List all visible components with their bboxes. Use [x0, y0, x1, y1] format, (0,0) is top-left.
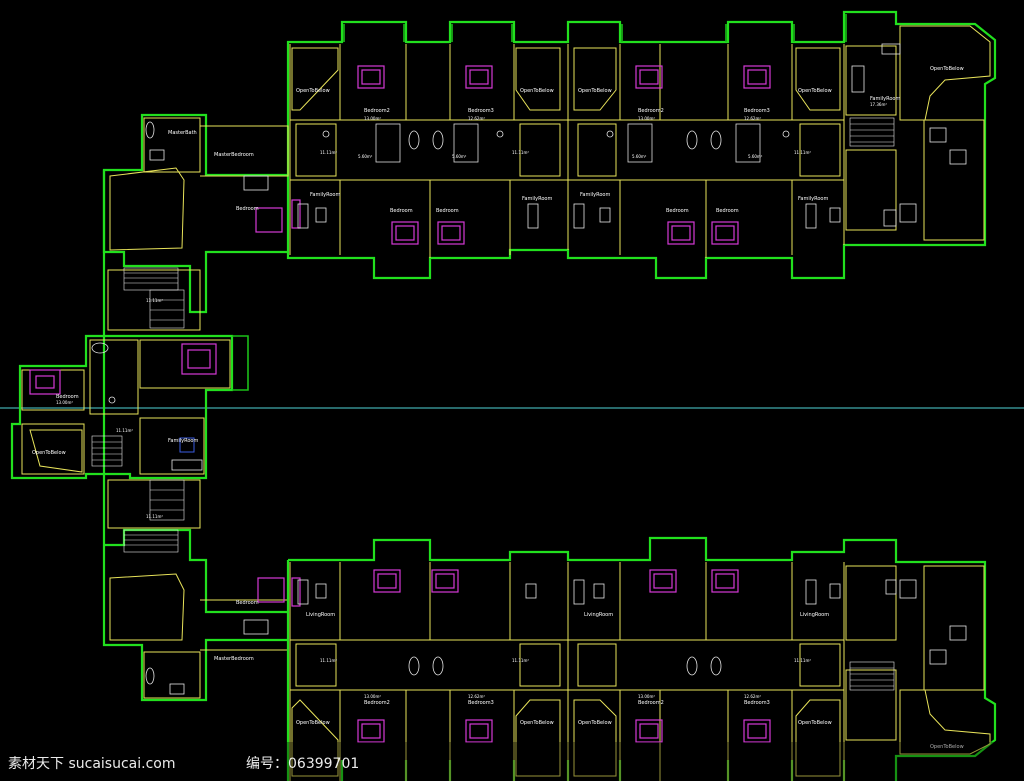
svg-text:FamilyRoom: FamilyRoom — [168, 438, 198, 444]
svg-text:FamilyRoom: FamilyRoom — [580, 192, 610, 198]
svg-text:OpenToBelow: OpenToBelow — [296, 720, 330, 726]
svg-text:MasterBath: MasterBath — [168, 130, 197, 136]
svg-text:LivingRoom: LivingRoom — [306, 612, 335, 618]
svg-text:Bedroom3: Bedroom3 — [468, 108, 494, 114]
svg-text:OpenToBelow: OpenToBelow — [798, 88, 832, 94]
top-wing: OpenToBelow OpenToBelow OpenToBelow Open… — [255, 10, 997, 280]
svg-text:12.62m²: 12.62m² — [468, 116, 485, 121]
svg-text:Bedroom: Bedroom — [236, 206, 259, 212]
svg-text:13.00m²: 13.00m² — [638, 694, 655, 699]
svg-text:Bedroom: Bedroom — [436, 208, 459, 214]
watermark-band — [0, 742, 1024, 781]
svg-text:Bedroom: Bedroom — [716, 208, 739, 214]
svg-text:13.00m²: 13.00m² — [364, 116, 381, 121]
svg-text:LivingRoom: LivingRoom — [584, 612, 613, 618]
svg-text:LivingRoom: LivingRoom — [800, 612, 829, 618]
svg-text:FamilyRoom: FamilyRoom — [522, 196, 552, 202]
svg-text:OpenToBelow: OpenToBelow — [32, 450, 66, 456]
svg-text:12.62m²: 12.62m² — [744, 116, 761, 121]
watermark-id: 编号：06399701 — [246, 756, 359, 772]
svg-text:OpenToBelow: OpenToBelow — [520, 720, 554, 726]
svg-text:Bedroom3: Bedroom3 — [744, 700, 770, 706]
svg-text:12.62m²: 12.62m² — [744, 694, 761, 699]
left-wing: MasterBath MasterBedroom Bedroom OpenToB… — [10, 113, 289, 702]
svg-text:12.62m²: 12.62m² — [468, 694, 485, 699]
svg-text:MasterBedroom: MasterBedroom — [214, 656, 254, 662]
svg-text:Bedroom: Bedroom — [666, 208, 689, 214]
svg-text:OpenToBelow: OpenToBelow — [930, 744, 964, 750]
svg-text:11.11m²: 11.11m² — [512, 658, 529, 663]
svg-text:FamilyRoom: FamilyRoom — [798, 196, 828, 202]
svg-text:17.36m²: 17.36m² — [870, 102, 887, 107]
svg-text:11.11m²: 11.11m² — [512, 150, 529, 155]
svg-text:11.11m²: 11.11m² — [794, 658, 811, 663]
bottom-wing: OpenToBelow OpenToBelow OpenToBelow Open… — [286, 536, 997, 781]
svg-text:Bedroom2: Bedroom2 — [364, 700, 390, 706]
svg-text:MasterBedroom: MasterBedroom — [214, 152, 254, 158]
svg-text:5.60m²: 5.60m² — [632, 154, 647, 159]
svg-text:11.11m²: 11.11m² — [116, 428, 133, 433]
svg-text:Bedroom2: Bedroom2 — [364, 108, 390, 114]
watermark-site: 素材天下 sucaisucai.com — [8, 756, 175, 772]
svg-text:FamilyRoom: FamilyRoom — [870, 96, 900, 102]
svg-text:OpenToBelow: OpenToBelow — [578, 88, 612, 94]
svg-text:OpenToBelow: OpenToBelow — [798, 720, 832, 726]
svg-text:13.00m²: 13.00m² — [364, 694, 381, 699]
svg-text:OpenToBelow: OpenToBelow — [578, 720, 612, 726]
svg-text:13.00m²: 13.00m² — [638, 116, 655, 121]
svg-text:11.11m²: 11.11m² — [146, 514, 163, 519]
svg-text:Bedroom2: Bedroom2 — [638, 700, 664, 706]
svg-text:11.11m²: 11.11m² — [320, 658, 337, 663]
svg-text:Bedroom2: Bedroom2 — [638, 108, 664, 114]
svg-text:Bedroom3: Bedroom3 — [468, 700, 494, 706]
svg-text:11.11m²: 11.11m² — [794, 150, 811, 155]
svg-text:Bedroom: Bedroom — [390, 208, 413, 214]
svg-text:13.00m²: 13.00m² — [56, 400, 73, 405]
svg-text:5.60m²: 5.60m² — [748, 154, 763, 159]
svg-text:5.60m²: 5.60m² — [452, 154, 467, 159]
svg-text:Bedroom: Bedroom — [56, 394, 79, 400]
svg-text:OpenToBelow: OpenToBelow — [296, 88, 330, 94]
svg-text:5.60m²: 5.60m² — [358, 154, 373, 159]
svg-text:11.11m²: 11.11m² — [320, 150, 337, 155]
svg-text:Bedroom3: Bedroom3 — [744, 108, 770, 114]
svg-text:OpenToBelow: OpenToBelow — [930, 66, 964, 72]
svg-text:Bedroom: Bedroom — [236, 600, 259, 606]
svg-text:FamilyRoom: FamilyRoom — [310, 192, 340, 198]
svg-text:OpenToBelow: OpenToBelow — [520, 88, 554, 94]
svg-text:11.11m²: 11.11m² — [146, 298, 163, 303]
